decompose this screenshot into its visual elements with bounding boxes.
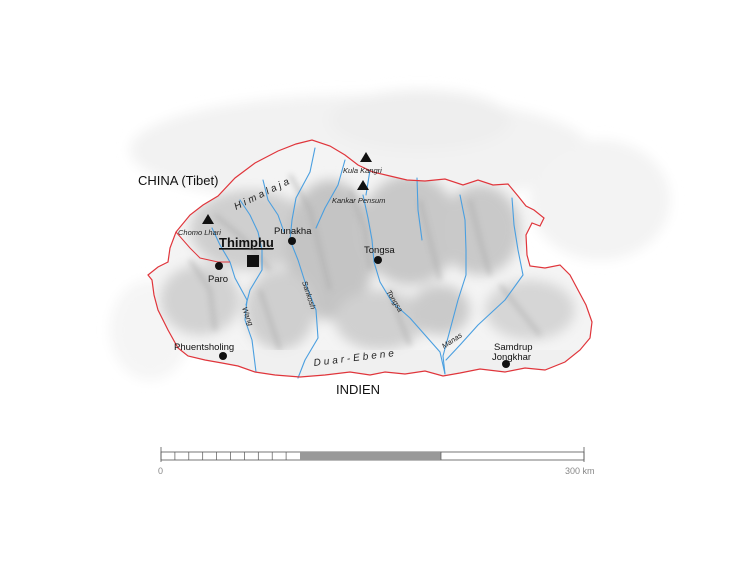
tongsa-river xyxy=(362,194,446,375)
country-border xyxy=(147,139,593,378)
river-network xyxy=(211,147,524,379)
wang-river-west-tributary xyxy=(211,227,257,373)
city-label: Paro xyxy=(208,274,228,285)
capital-square-icon xyxy=(247,255,259,267)
country-label-north: CHINA (Tibet) xyxy=(138,173,218,188)
northeast-tributary xyxy=(416,177,423,241)
city-label-line1: Samdrup xyxy=(494,342,533,353)
peak-label: Kankar Pensum xyxy=(332,196,385,205)
internal-border xyxy=(175,231,230,263)
capital-label: Thimphu xyxy=(219,235,274,250)
tongsa-upper xyxy=(365,169,371,196)
city-tongsa: Tongsa xyxy=(364,245,395,264)
mountain-peak-icon xyxy=(360,152,372,162)
city-dot-icon xyxy=(374,256,382,264)
peak-chomo-lhari: Chomo Lhari xyxy=(178,214,221,237)
scale-ticks xyxy=(174,452,442,460)
sankosh-tributary xyxy=(315,159,346,229)
city-paro: Paro xyxy=(208,262,228,285)
scale-bar-fill-segment xyxy=(300,452,441,460)
city-punakha: Punakha xyxy=(274,226,312,245)
city-label-line2: Jongkhar xyxy=(492,352,531,363)
peak-kula-kangri: Kula Kangri xyxy=(343,152,382,175)
capital-thimphu: Thimphu xyxy=(219,235,274,267)
wang-river-upper xyxy=(262,179,285,233)
mountain-peak-icon xyxy=(357,180,369,190)
manas-river xyxy=(442,194,467,375)
city-label: Phuentsholing xyxy=(174,342,234,353)
sankosh-river xyxy=(289,147,319,379)
city-dot-icon xyxy=(215,262,223,270)
peak-kankar-pensum: Kankar Pensum xyxy=(332,180,385,205)
peak-label: Kula Kangri xyxy=(343,166,382,175)
eastern-tributary xyxy=(445,197,524,361)
city-label: Tongsa xyxy=(364,245,395,256)
city-label: Punakha xyxy=(274,226,312,237)
city-dot-icon xyxy=(502,360,510,368)
country-label-south: INDIEN xyxy=(336,382,380,397)
scale-bar: 0 300 km xyxy=(158,447,595,476)
city-dot-icon xyxy=(219,352,227,360)
wang-river-source xyxy=(239,199,263,306)
city-samdrup-jongkhar: Samdrup Jongkhar xyxy=(492,342,533,368)
scale-label-start: 0 xyxy=(158,466,163,476)
peak-label: Chomo Lhari xyxy=(178,228,221,237)
scale-label-end: 300 km xyxy=(565,466,595,476)
mountain-peak-icon xyxy=(202,214,214,224)
city-phuentsholing: Phuentsholing xyxy=(174,342,234,360)
city-dot-icon xyxy=(288,237,296,245)
